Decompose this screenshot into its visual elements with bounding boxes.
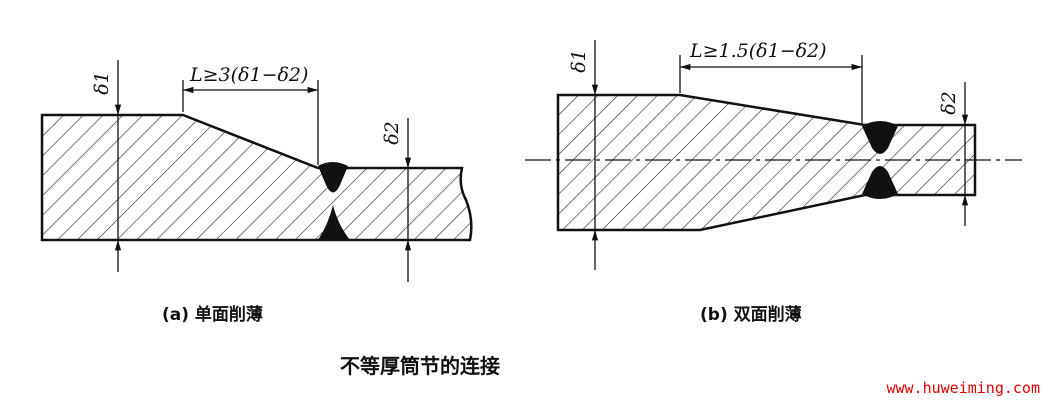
figure-b-delta1-label: δ1 xyxy=(567,49,590,73)
figure-a-delta1-label: δ1 xyxy=(90,71,113,95)
figure-b-weld xyxy=(862,121,898,199)
figure-a-length-label: L≥3(δ1−δ2) xyxy=(190,64,309,86)
figure-b-dimensions xyxy=(591,40,969,270)
figure-a-delta2-label: δ2 xyxy=(380,121,403,145)
figure-b-delta2-label: δ2 xyxy=(937,91,960,115)
watermark: www.huweiming.com xyxy=(886,379,1040,397)
figure-a-plate xyxy=(40,113,473,242)
figure-b-length-label: L≥1.5(δ1−δ2) xyxy=(690,40,827,62)
figure-a-weld xyxy=(318,162,350,240)
figure-b-caption: (b) 双面削薄 xyxy=(700,305,802,325)
figure-b-plate xyxy=(556,93,977,232)
figure-a-caption: (a) 单面削薄 xyxy=(162,305,263,325)
figure-title: 不等厚筒节的连接 xyxy=(340,354,500,378)
figure-a-dimensions xyxy=(114,60,412,282)
